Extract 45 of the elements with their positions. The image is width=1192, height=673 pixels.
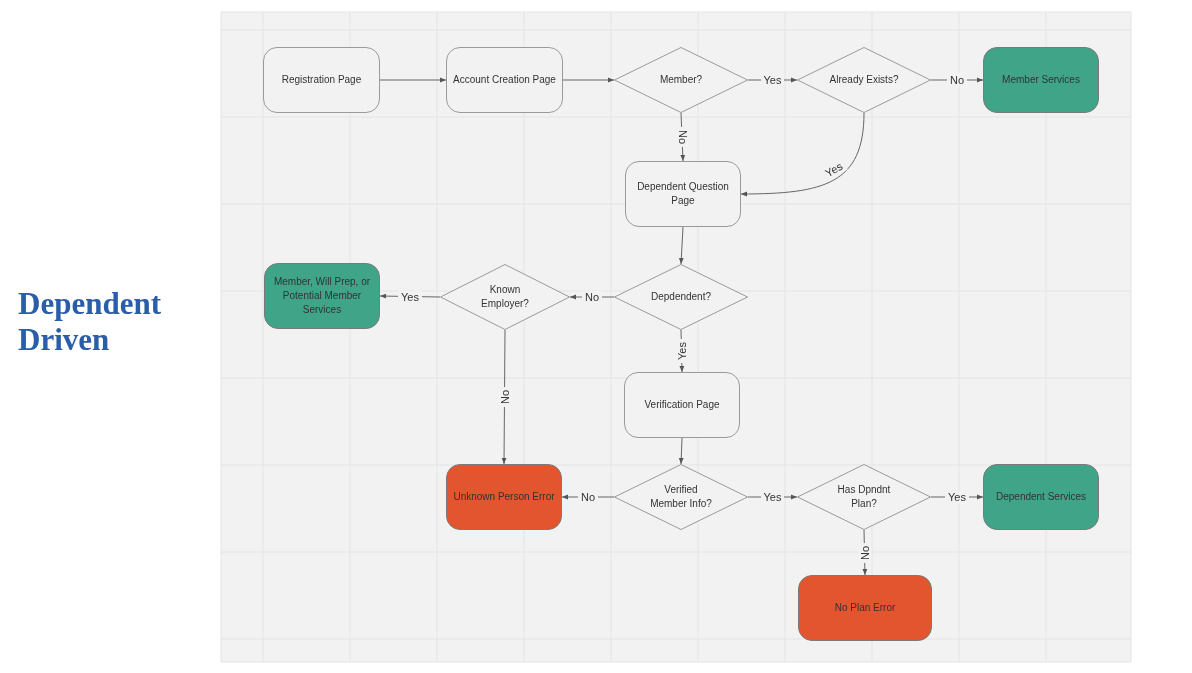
slide-title: Dependent Driven — [18, 286, 162, 358]
edge-label: No — [577, 490, 599, 504]
decision-diamond — [614, 264, 748, 330]
arrow — [379, 77, 447, 83]
node-text: Known Employer? — [480, 283, 530, 311]
error-box — [798, 575, 932, 641]
edge-label: Yes — [398, 290, 422, 303]
process-box — [624, 372, 740, 438]
node-text: Registration Page — [281, 73, 362, 87]
node-text: Member? — [659, 73, 703, 87]
decision-diamond — [614, 47, 748, 113]
error-box — [446, 464, 562, 530]
decision-diamond — [614, 464, 748, 530]
arrow — [740, 112, 865, 197]
edge-label: Yes — [675, 339, 688, 363]
node-text: Member Services — [1002, 73, 1080, 87]
service-box — [264, 263, 380, 329]
node-text: Unknown Person Error — [453, 490, 555, 504]
decision-diamond — [797, 47, 931, 113]
edge-label: Yes — [760, 490, 785, 504]
edge-label: Yes — [760, 73, 785, 87]
node-text: No Plan Error — [834, 601, 896, 615]
edge-label: No — [581, 290, 603, 304]
process-box — [625, 161, 741, 227]
arrow — [501, 329, 507, 465]
process-box — [263, 47, 380, 113]
edge-label: No — [946, 73, 968, 87]
node-text: Dependent Services — [995, 490, 1087, 504]
service-box — [983, 47, 1099, 113]
arrow — [678, 437, 684, 465]
service-box — [983, 464, 1099, 530]
node-text: Verification Page — [644, 398, 720, 412]
arrow — [678, 226, 684, 265]
decision-diamond — [797, 464, 931, 530]
arrow — [562, 77, 615, 83]
decision-diamond — [440, 264, 570, 330]
node-text: Already Exists? — [829, 73, 899, 87]
node-text: Dependent Question Page — [636, 180, 730, 208]
node-text: Member, Will Prep, or Potential Member Services — [272, 275, 372, 317]
process-box — [446, 47, 563, 113]
edge-label: Yes — [945, 490, 969, 504]
node-text: Depdendent? — [650, 290, 712, 304]
node-text: Verified Member Info? — [649, 483, 713, 511]
node-text: Account Creation Page — [453, 73, 556, 87]
node-text: Has Dpndnt Plan? — [836, 483, 892, 511]
